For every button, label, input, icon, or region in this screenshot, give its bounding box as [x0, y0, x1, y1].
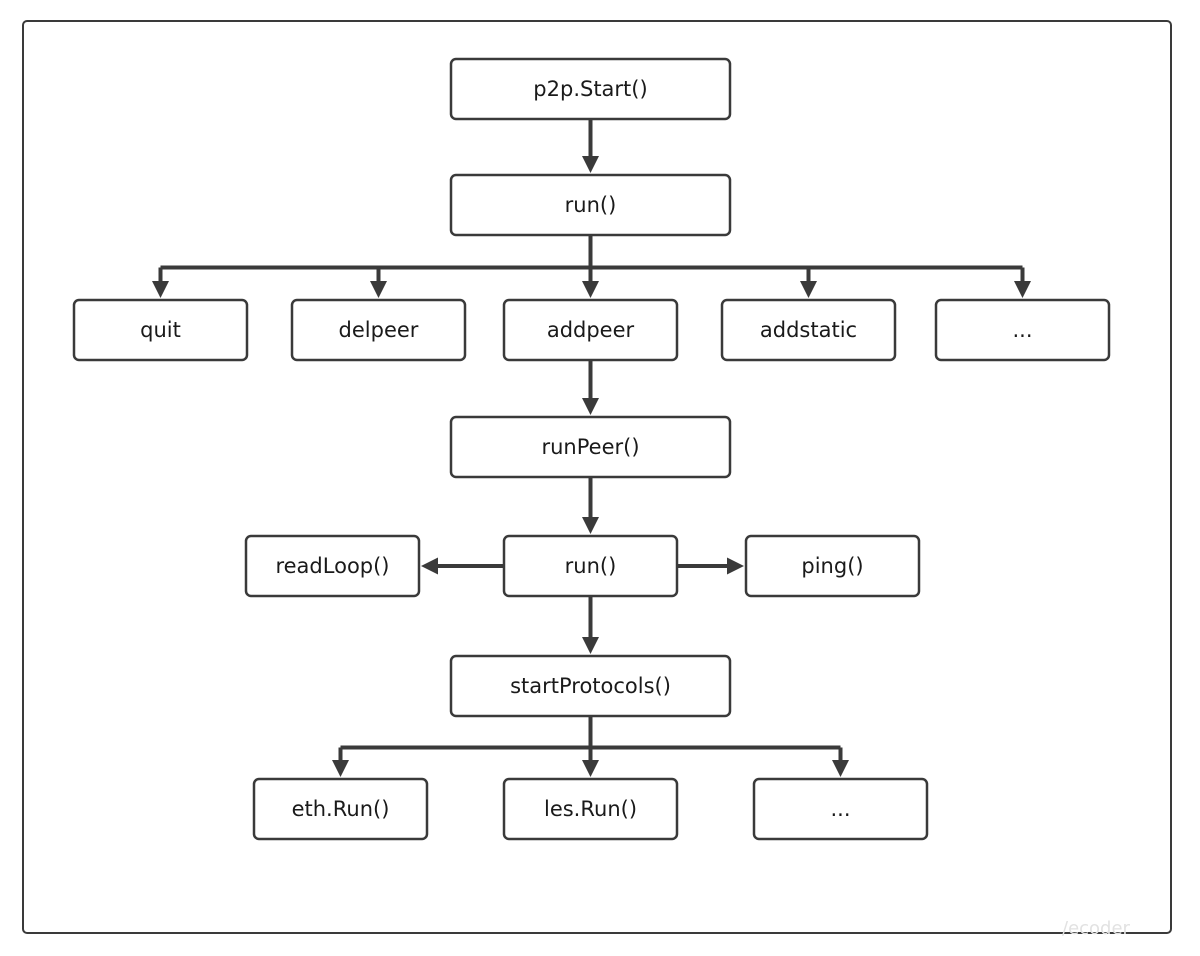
arrowhead-run-server [582, 156, 599, 173]
arrowhead-start-protocols [582, 637, 599, 654]
node-delpeer: delpeer [290, 298, 467, 362]
node-more-protocols: ... [752, 777, 929, 841]
node-more-events: ... [934, 298, 1111, 362]
arrowhead-run-peer [582, 398, 599, 415]
node-quit: quit [72, 298, 249, 362]
arrowhead-read-loop [421, 557, 438, 575]
arrowhead-run-peer-loop [582, 517, 599, 534]
watermark-text: /ecoder [1062, 918, 1130, 939]
node-box-p2p-start [449, 57, 732, 121]
node-label-run-peer: runPeer() [541, 435, 639, 459]
node-box-quit [72, 298, 249, 362]
node-box-run-server [449, 173, 732, 237]
node-run-server: run() [449, 173, 732, 237]
node-les-run: les.Run() [502, 777, 679, 841]
node-label-eth-run: eth.Run() [292, 797, 390, 821]
node-label-run-peer-loop: run() [565, 554, 617, 578]
arrowhead-delpeer [370, 281, 387, 298]
node-label-addpeer: addpeer [547, 318, 635, 342]
node-label-ping: ping() [801, 554, 863, 578]
arrowhead-more-events [1014, 281, 1031, 298]
node-box-more-protocols [752, 777, 929, 841]
node-label-quit: quit [140, 318, 181, 342]
node-addpeer: addpeer [502, 298, 679, 362]
node-label-more-events: ... [1012, 318, 1032, 342]
node-run-peer: runPeer() [449, 415, 732, 479]
node-box-run-peer [449, 415, 732, 479]
node-addstatic: addstatic [720, 298, 897, 362]
arrowhead-addpeer [582, 281, 599, 298]
arrowhead-ping [727, 557, 744, 575]
node-ping: ping() [744, 534, 921, 598]
arrowhead-addstatic [800, 281, 817, 298]
arrowhead-eth-run [332, 760, 349, 777]
node-read-loop: readLoop() [244, 534, 421, 598]
node-box-les-run [502, 777, 679, 841]
node-label-read-loop: readLoop() [275, 554, 389, 578]
node-box-delpeer [290, 298, 467, 362]
node-label-p2p-start: p2p.Start() [533, 77, 647, 101]
node-box-addstatic [720, 298, 897, 362]
arrowhead-quit [152, 281, 169, 298]
node-label-start-protocols: startProtocols() [510, 674, 671, 698]
node-label-run-server: run() [565, 193, 617, 217]
node-label-addstatic: addstatic [760, 318, 857, 342]
node-eth-run: eth.Run() [252, 777, 429, 841]
nodes-layer: p2p.Start() run() quit delpeer addpeer addsta… [72, 57, 1111, 841]
node-p2p-start: p2p.Start() [449, 57, 732, 121]
node-start-protocols: startProtocols() [449, 654, 732, 718]
node-box-start-protocols [449, 654, 732, 718]
node-box-run-peer-loop [502, 534, 679, 598]
arrowhead-more-protocols [832, 760, 849, 777]
node-box-ping [744, 534, 921, 598]
node-box-eth-run [252, 777, 429, 841]
node-label-delpeer: delpeer [339, 318, 419, 342]
node-box-addpeer [502, 298, 679, 362]
node-run-peer-loop: run() [502, 534, 679, 598]
edges-layer [152, 119, 1031, 777]
arrowhead-les-run [582, 760, 599, 777]
node-label-more-protocols: ... [830, 797, 850, 821]
node-box-more-events [934, 298, 1111, 362]
node-label-les-run: les.Run() [544, 797, 637, 821]
node-box-read-loop [244, 534, 421, 598]
